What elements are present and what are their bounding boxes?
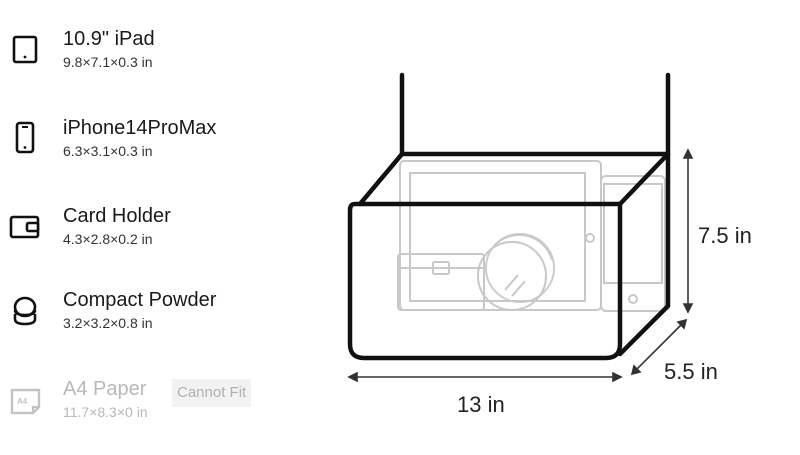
item-name: 10.9" iPad	[63, 28, 155, 50]
item-dimensions: 3.2×3.2×0.8 in	[63, 315, 153, 331]
item-name: A4 Paper	[63, 378, 147, 400]
item-dimensions: 6.3×3.1×0.3 in	[63, 143, 153, 159]
wallet-icon	[8, 208, 42, 242]
item-dimensions: 11.7×8.3×0 in	[63, 404, 148, 420]
depth-dimension-arrow	[630, 318, 688, 376]
compact-powder-outline	[477, 233, 555, 311]
item-name: Compact Powder	[63, 289, 217, 311]
depth-dimension-label: 5.5 in	[664, 359, 718, 384]
item-dimensions: 9.8×7.1×0.3 in	[63, 54, 153, 70]
item-compact-powder[interactable]: Compact Powder 3.2×3.2×0.8 in	[0, 288, 300, 348]
item-name: Card Holder	[63, 205, 171, 227]
phone-icon	[8, 120, 42, 154]
item-card-holder[interactable]: Card Holder 4.3×2.8×0.2 in	[0, 204, 300, 264]
item-a4-paper[interactable]: A4 A4 Paper Cannot Fit 11.7×8.3×0 in	[0, 377, 300, 437]
phone-outline	[600, 175, 666, 312]
ipad-outline	[399, 160, 602, 311]
bag-outline	[347, 72, 671, 361]
item-dimensions: 4.3×2.8×0.2 in	[63, 231, 153, 247]
card-holder-outline	[397, 253, 485, 311]
height-dimension-arrow	[682, 148, 694, 314]
width-dimension-arrow	[347, 371, 623, 383]
width-dimension-label: 13 in	[457, 392, 505, 417]
height-dimension-label: 7.5 in	[698, 223, 752, 248]
item-iphone[interactable]: iPhone14ProMax 6.3×3.1×0.3 in	[0, 116, 300, 176]
a4-paper-icon: A4	[8, 381, 42, 415]
compact-powder-icon	[8, 292, 42, 326]
bag-contents-illustration	[397, 153, 666, 312]
item-name: iPhone14ProMax	[63, 117, 217, 139]
cannot-fit-badge: Cannot Fit	[172, 379, 252, 407]
item-ipad[interactable]: 10.9" iPad 9.8×7.1×0.3 in	[0, 27, 300, 87]
tablet-icon	[8, 31, 42, 65]
a4-icon-text: A4	[17, 397, 28, 406]
